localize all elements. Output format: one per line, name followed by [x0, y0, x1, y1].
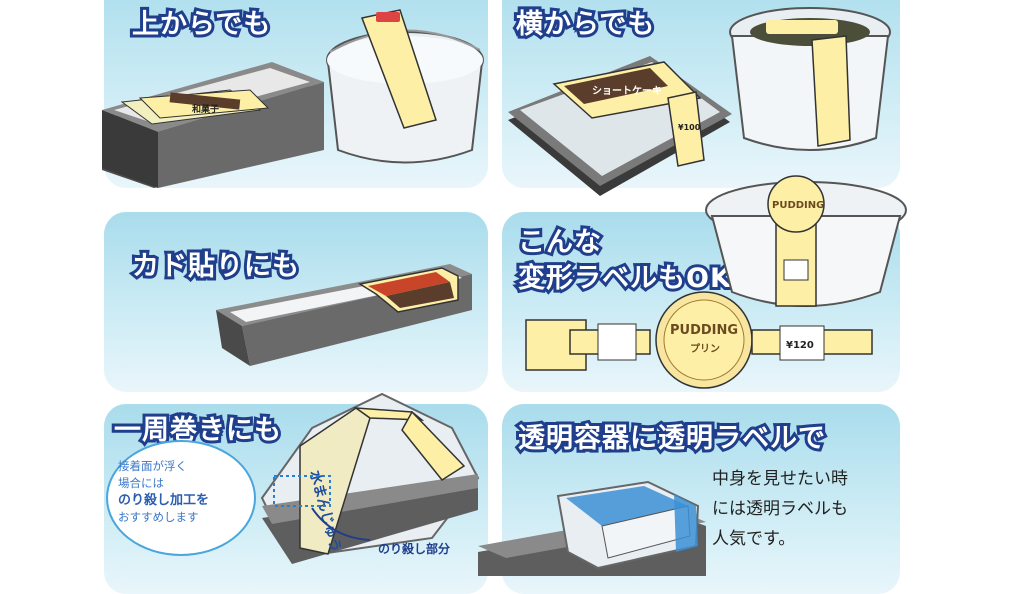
- wraparound-label-illustration: 水まんじゅう: [260, 392, 480, 564]
- note-line-1: 中身を見せたい時: [712, 469, 848, 489]
- heading-transparent: 透明容器に透明ラベルで: [515, 420, 828, 457]
- pudding-flat-label-illustration: PUDDING プリン ¥120: [525, 291, 873, 389]
- pudding-jp-text: プリン: [690, 342, 720, 355]
- transparent-label-note: 中身を見せたい時 には透明ラベルも 人気です。: [712, 464, 922, 554]
- pudding-brand-text: PUDDING: [670, 323, 738, 338]
- corner-label-tray-illustration: [216, 264, 472, 366]
- cake-price: ¥100: [678, 123, 701, 132]
- note-line-3: 人気です。: [712, 529, 796, 549]
- transparent-container-illustration: [478, 480, 706, 576]
- heading-custom-shape-line1: こんな: [515, 224, 604, 261]
- heading-top-down: 上からでも: [129, 6, 273, 43]
- cake-container-illustration: ショートケーキ ¥100: [508, 7, 891, 196]
- note-line-2: には透明ラベルも: [712, 499, 848, 519]
- pudding-price: ¥120: [786, 340, 814, 351]
- cake-label-text: ショートケーキ: [592, 85, 662, 97]
- svg-text:PUDDING: PUDDING: [772, 200, 824, 211]
- bubble-line-1: 接着面が浮く: [118, 459, 187, 473]
- bubble-line-2: 場合には: [118, 476, 164, 490]
- bubble-text: 接着面が浮く 場合には のり殺し加工を おすすめします: [118, 458, 253, 526]
- pudding-cup-illustration: PUDDING: [705, 175, 907, 307]
- tray-label-text: 和菓子: [191, 103, 219, 115]
- bubble-line-3: のり殺し加工を: [118, 493, 210, 508]
- bubble-line-4: おすすめします: [118, 510, 199, 524]
- heading-side: 横からでも: [513, 6, 657, 43]
- heading-custom-shape-line2: 変形ラベルもOK!: [515, 260, 747, 297]
- speech-bubble: [106, 440, 256, 556]
- callout-non-adhesive-area: のり殺し部分: [378, 542, 451, 556]
- heading-corner: カド貼りにも: [129, 248, 302, 285]
- tray-with-top-label-illustration: 和菓子: [102, 9, 484, 188]
